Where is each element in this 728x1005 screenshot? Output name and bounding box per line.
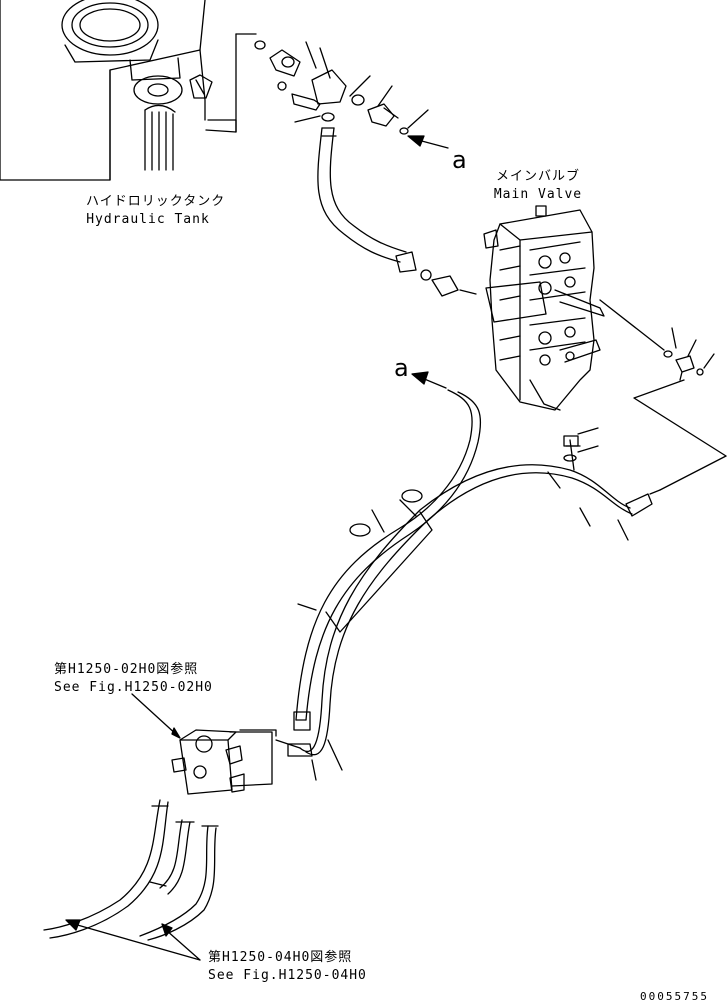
connection-label-a-top: a [452, 146, 467, 174]
hydraulic-tank [0, 0, 237, 181]
connection-label-a-mid: a [394, 354, 409, 382]
tank-fittings [235, 33, 429, 135]
hydraulic-tank-label-jp: ハイドロリックタンク [86, 194, 226, 209]
valve-side-fittings [633, 327, 727, 457]
leader-lines [65, 693, 201, 961]
suction-hose [317, 127, 477, 297]
reference-label-bottom-en: See Fig.H1250-04H0 [208, 968, 367, 983]
arrow-a-top [407, 135, 449, 149]
reference-label-top-en: See Fig.H1250-02H0 [54, 680, 213, 695]
main-valve-label-jp: メインバルブ [495, 169, 580, 184]
arrow-a-mid [411, 371, 447, 389]
main-valve [483, 205, 665, 411]
bottom-hoses [43, 799, 219, 941]
hydraulic-tank-label-en: Hydraulic Tank [86, 212, 210, 227]
main-valve-label-en: Main Valve [493, 187, 583, 202]
document-number: 00055755 [640, 990, 709, 1003]
reference-label-bottom-jp: 第H1250-04H0図参照 [208, 950, 353, 965]
pilot-hose [299, 427, 727, 756]
lower-valve-block [171, 729, 343, 795]
reference-label-top-jp: 第H1250-02H0図参照 [54, 662, 199, 677]
return-hose [293, 389, 482, 731]
